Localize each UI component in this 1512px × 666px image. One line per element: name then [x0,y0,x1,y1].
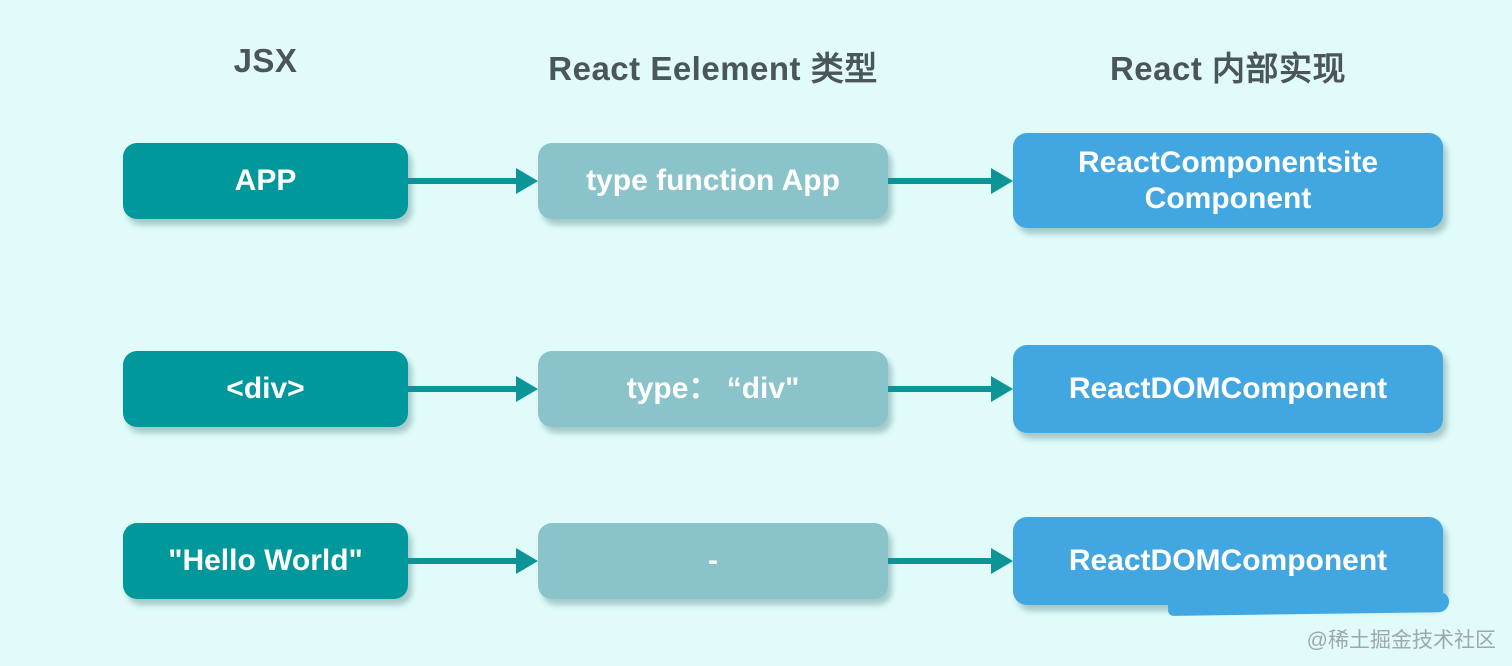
internal-box-app: ReactComponentsite Component [1013,133,1443,228]
arrow-line [888,177,991,184]
arrow-head [991,548,1013,574]
jsx-box-label: "Hello World" [168,544,363,577]
arrow-right-icon [408,546,538,576]
arrow-right-icon [408,374,538,404]
arrow-head [516,548,538,574]
arrow-head [516,376,538,402]
internal-box-hello-world: ReactDOMComponent [1013,517,1443,605]
arrow-line [888,386,991,392]
element-type-label: type function App [586,163,840,197]
arrow-line [408,386,516,392]
arrow-line [408,177,516,184]
column-header-internal: React 内部实现 [1109,50,1347,87]
arrow-head [991,167,1013,194]
arrow-right-icon [408,166,538,196]
arrow-line [408,558,516,564]
diagram-row-div: <div> type： “div" ReactDOMComponent [123,345,1443,433]
internal-label: ReactDOMComponent [1068,544,1388,577]
jsx-box-div: <div> [123,351,408,427]
watermark-text: @稀土掘金技术社区 [1306,629,1496,652]
column-header-element-type: React Eelement 类型 [548,50,878,87]
element-type-box-hello-world: - [538,523,888,599]
element-type-label: - [708,544,718,577]
column-header-jsx: JSX [233,42,298,79]
internal-label: ReactComponentsite Component [1077,145,1379,215]
arrow-line [888,558,991,564]
arrow-right-icon [888,374,1013,404]
arrow-right-icon [888,166,1013,196]
element-type-box-div: type： “div" [538,351,888,427]
jsx-box-app: APP [123,142,408,219]
element-type-label: type： “div" [626,372,800,405]
jsx-box-hello-world: "Hello World" [123,523,408,599]
arrow-right-icon [888,546,1013,576]
internal-box-div: ReactDOMComponent [1013,345,1443,433]
arrow-head [516,167,538,194]
element-type-box-app: type function App [538,142,888,219]
arrow-head [991,376,1013,402]
internal-label: ReactDOMComponent [1068,372,1388,405]
jsx-box-label: <div> [226,372,305,405]
diagram-row-hello-world: "Hello World" - ReactDOMComponent [123,517,1443,605]
diagram-row-app: APP type function App ReactComponentsite… [123,133,1443,228]
jsx-box-label: APP [234,163,297,197]
